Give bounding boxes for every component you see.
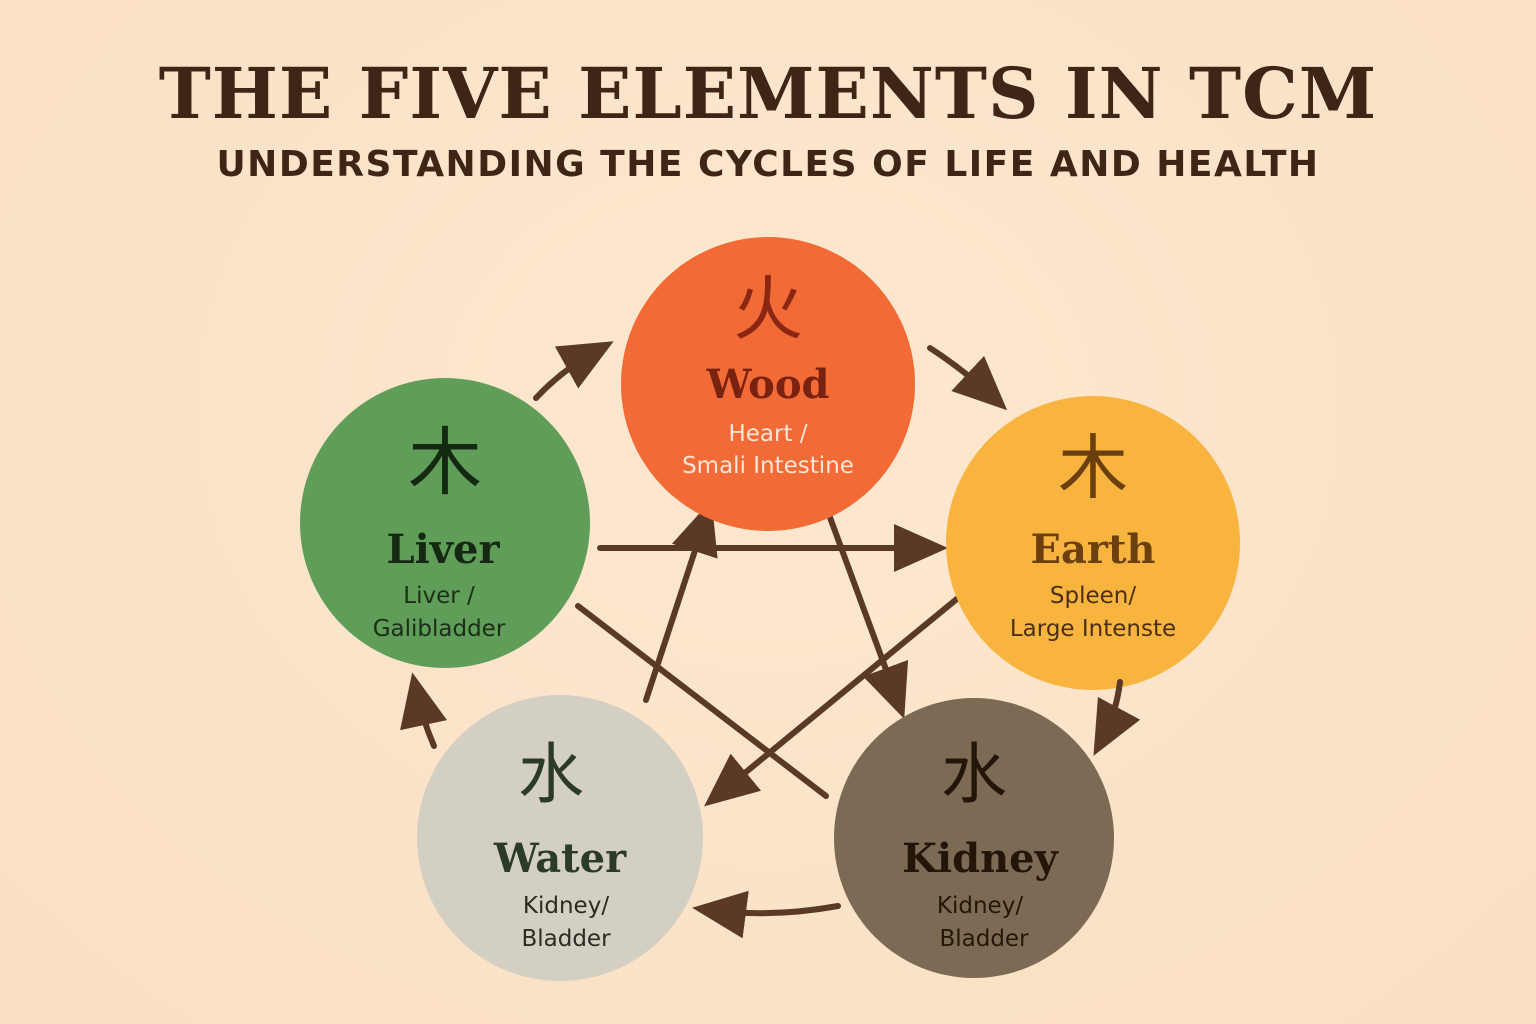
arrow-fire-to-earth: [927, 345, 1008, 411]
element-organ-line1: Liver /: [403, 583, 475, 609]
element-organ-line1: Heart /: [728, 421, 807, 447]
element-glyph: 火: [733, 268, 803, 350]
element-organ-line1: Spleen/: [1050, 583, 1136, 609]
arrow-earth-to-water: [704, 595, 961, 807]
arrow-kidney-to-liver: [575, 603, 829, 799]
element-circle: [946, 396, 1240, 690]
element-name: Liver: [386, 526, 500, 573]
element-metal: 水 Kidney Kidney/ Bladder: [834, 698, 1114, 978]
arrow-water-to-fire: [643, 499, 718, 703]
element-circle: [300, 378, 590, 668]
element-organ-line1: Kidney/: [937, 893, 1023, 919]
element-organ-line1: Kidney/: [523, 893, 609, 919]
element-name: Kidney: [902, 835, 1059, 882]
generating-cycle-arrows: [400, 341, 1141, 939]
element-organ-line2: Bladder: [521, 926, 611, 952]
element-organ-line2: Smali Intestine: [682, 453, 854, 479]
element-organ-line2: Large Intenste: [1010, 616, 1176, 642]
element-circle: [417, 695, 703, 981]
page-subtitle: UNDERSTANDING THE CYCLES OF LIFE AND HEA…: [216, 144, 1320, 185]
page-title: THE FIVE ELEMENTS IN TCM: [158, 52, 1378, 135]
element-water: 水 Water Kidney/ Bladder: [417, 695, 703, 981]
arrow-liver-to-fire: [533, 341, 614, 401]
element-name: Wood: [706, 361, 830, 408]
element-glyph: 木: [1058, 427, 1128, 509]
element-glyph: 木: [408, 420, 482, 506]
element-name: Water: [493, 835, 627, 882]
arrow-water-to-liver: [400, 672, 448, 749]
element-wood: 木 Liver Liver / Galibladder: [300, 378, 590, 668]
element-organ-line2: Bladder: [939, 926, 1029, 952]
control-cycle-arrows: [575, 499, 961, 807]
arrow-earth-to-kidney: [1093, 679, 1141, 756]
element-circle: [834, 698, 1114, 978]
element-glyph: 水: [518, 736, 584, 813]
element-glyph: 水: [941, 736, 1007, 813]
arrow-kidney-to-water: [692, 890, 841, 939]
element-name: Earth: [1030, 526, 1155, 573]
element-organ-line2: Galibladder: [373, 616, 506, 642]
element-circle: [621, 237, 915, 531]
element-fire: 火 Wood Heart / Smali Intestine: [621, 237, 915, 531]
arrow-fire-to-kidney: [825, 509, 909, 719]
element-earth: 木 Earth Spleen/ Large Intenste: [946, 396, 1240, 690]
